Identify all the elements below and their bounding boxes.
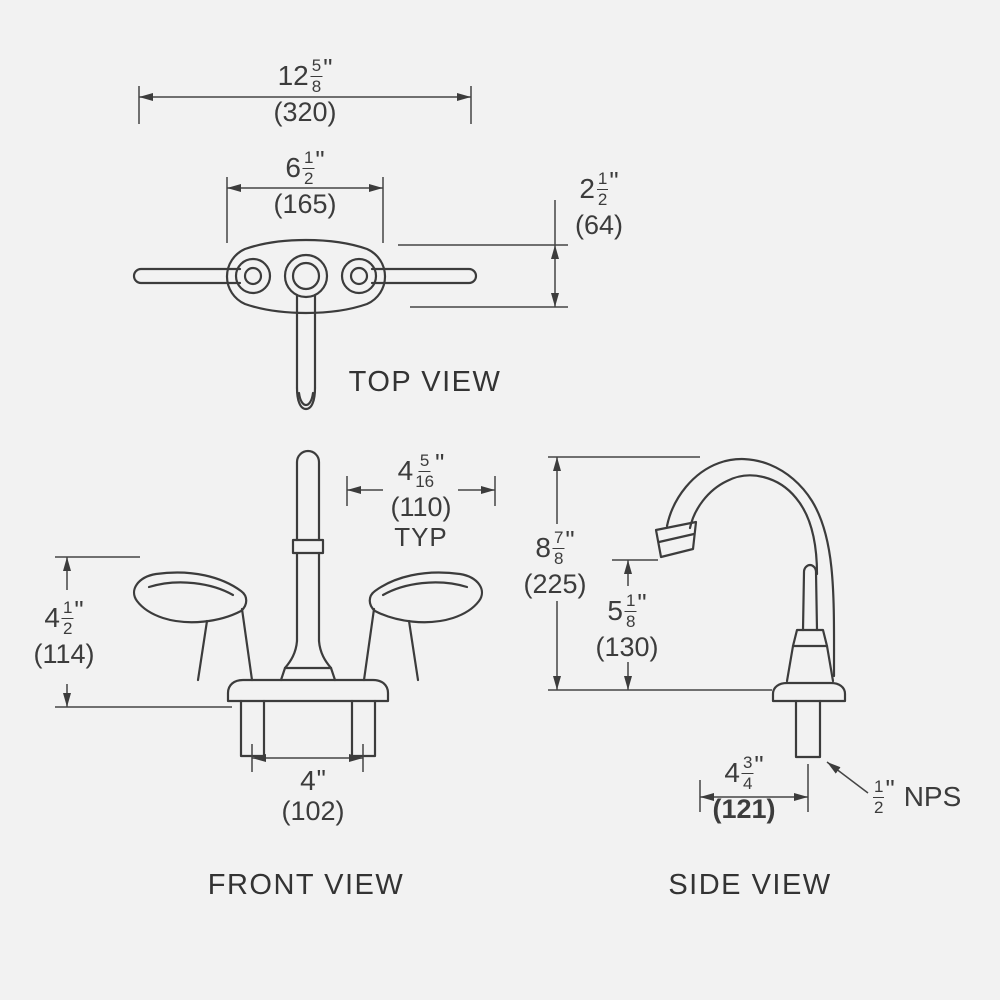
dim-front-spout-offset-note: TYP xyxy=(394,522,448,552)
dim-side-spout-reach-mm: (121) xyxy=(712,794,776,824)
front-view-label: FRONT VIEW xyxy=(207,869,405,901)
dim-front-center-spacing-inches: 4" xyxy=(300,764,326,796)
dim-side-overall-height-mm: (225) xyxy=(523,569,587,599)
dim-front-spout-offset-mm: (110) xyxy=(390,492,452,522)
side-view-label: SIDE VIEW xyxy=(668,869,832,901)
dim-top-body-width-mm: (165) xyxy=(273,189,337,219)
front-view-outline xyxy=(132,449,484,758)
dim-top-overall-width-mm: (320) xyxy=(273,97,337,127)
dim-top-depth-mm: (64) xyxy=(574,210,624,240)
top-view-outline xyxy=(132,238,478,411)
dim-front-handle-height-mm: (114) xyxy=(33,639,95,669)
side-view-outline xyxy=(654,458,847,759)
dim-side-spout-height-mm: (130) xyxy=(595,632,659,662)
dim-front-center-spacing: 4" (102) xyxy=(281,766,344,825)
dim-front-center-spacing-mm: (102) xyxy=(281,796,345,826)
top-view-label: TOP VIEW xyxy=(348,366,502,398)
dimension-lines xyxy=(55,86,869,812)
